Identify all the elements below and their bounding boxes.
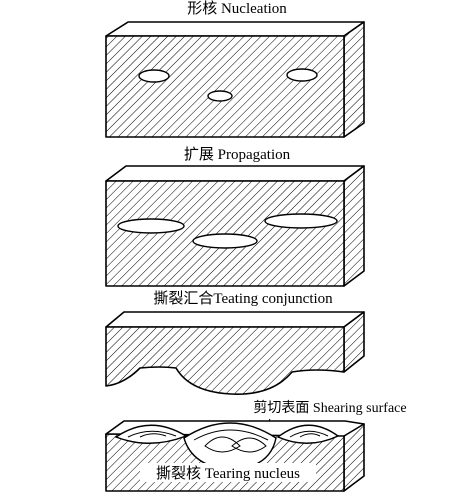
nucleus-void <box>207 90 233 102</box>
block-front-face-torn <box>105 326 345 395</box>
block-conjunction <box>105 311 365 395</box>
block-nucleation <box>105 21 365 138</box>
dimple-ridge <box>139 433 167 438</box>
block-side-face <box>343 165 365 287</box>
block-side-face <box>343 423 365 492</box>
nucleus-void <box>286 68 318 82</box>
label-backdrop <box>140 463 316 482</box>
propagating-crack <box>264 213 338 229</box>
nucleus-void <box>138 69 170 83</box>
stage-nucleation: 形核 Nucleation <box>105 0 365 138</box>
block-top-face <box>105 165 365 182</box>
propagating-crack <box>117 218 185 234</box>
stage-label-conjunction: 撕裂汇合Teating conjunction <box>153 290 333 307</box>
stage-propagation: 扩展 Propagation <box>105 146 365 287</box>
stage-conjunction: 撕裂汇合Teating conjunction <box>105 290 365 395</box>
dimple-ridge <box>299 433 321 438</box>
block-propagation <box>105 165 365 287</box>
stage-label-nucleation: 形核 Nucleation <box>187 0 287 17</box>
dimple-ridge <box>193 429 269 441</box>
callout-shearing-surface: 剪切表面 Shearing surface <box>253 400 406 416</box>
block-side-face <box>343 21 365 138</box>
block-top-face <box>105 311 365 328</box>
block-front-face <box>105 35 345 138</box>
stage-label-tearing-nucleus: 撕裂核 Tearing nucleus <box>156 465 300 482</box>
stage-tearing-nucleus: 剪切表面 Shearing surface 撕裂核 Tearing <box>105 400 407 492</box>
shear-lobe <box>231 437 267 453</box>
shear-lobe <box>204 436 241 453</box>
stage-label-propagation: 扩展 Propagation <box>184 146 291 163</box>
dimple-ridge <box>289 430 329 438</box>
propagating-crack <box>192 233 258 249</box>
tearing-dimple <box>183 422 277 471</box>
block-top-face <box>105 21 365 37</box>
dimple-ridge <box>127 430 177 438</box>
